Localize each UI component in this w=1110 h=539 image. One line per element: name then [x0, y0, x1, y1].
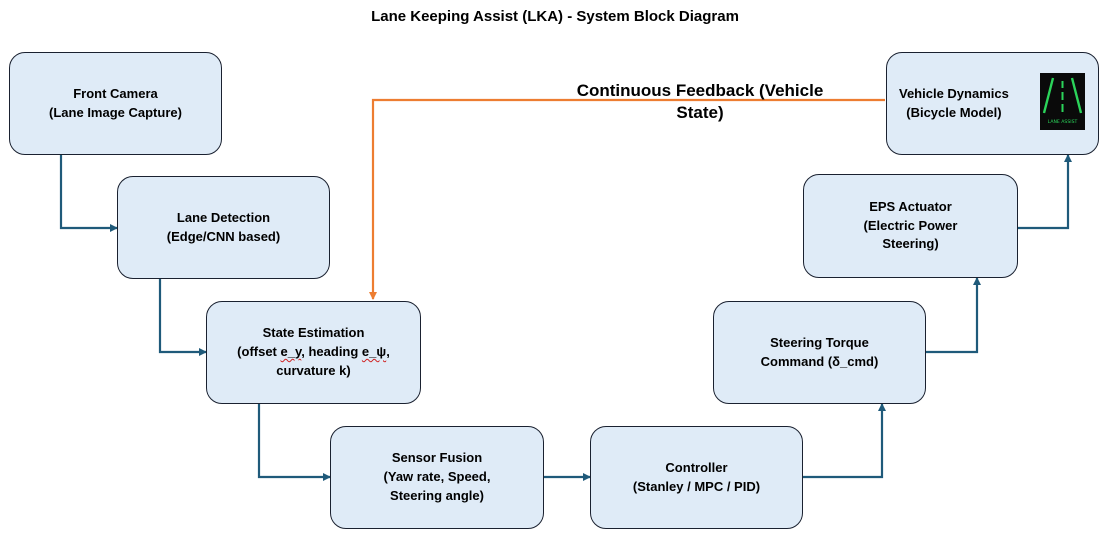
feedback-line2: (Vehicle State)	[676, 81, 824, 123]
diagram-title: Lane Keeping Assist (LKA) - System Block…	[371, 8, 739, 25]
feedback-line1: Continuous Feedback	[576, 81, 755, 100]
controller-block: Controller (Stanley / MPC / PID)	[590, 426, 803, 529]
front-camera-block: Front Camera (Lane Image Capture)	[9, 52, 222, 155]
state-estimation-block: State Estimation (offset e_y, heading e_…	[206, 301, 421, 404]
state-estimation-line3: curvature k)	[276, 362, 351, 378]
eps-actuator-line3: Steering)	[882, 236, 939, 252]
sensor-fusion-block: Sensor Fusion (Yaw rate, Speed, Steering…	[330, 426, 544, 529]
vehicle-dynamics-title: Vehicle Dynamics	[899, 85, 1009, 101]
steering-torque-title: Steering Torque	[770, 334, 869, 350]
lane-assist-icon: LANE ASSIST	[1040, 73, 1085, 130]
arrow-eps-to-dynamics	[1018, 154, 1072, 230]
sensor-fusion-title: Sensor Fusion	[391, 450, 483, 466]
sensor-fusion-line2: (Yaw rate, Speed,	[383, 469, 491, 485]
lane-detection-title: Lane Detection	[176, 209, 271, 225]
arrow-controller-to-torque	[803, 403, 886, 479]
vehicle-dynamics-subtitle: (Bicycle Model)	[906, 104, 1002, 120]
feedback-arrow	[369, 98, 885, 300]
eps-actuator-block: EPS Actuator (Electric Power Steering)	[803, 174, 1018, 278]
arrow-detection-to-estimation	[158, 279, 207, 356]
arrow-estimation-to-fusion	[257, 404, 331, 481]
front-camera-title: Front Camera	[73, 85, 158, 101]
sensor-fusion-line3: Steering angle)	[390, 487, 484, 503]
state-estimation-line2: (offset e_y, heading e_ψ,	[237, 344, 390, 360]
feedback-label: Continuous Feedback (Vehicle State)	[560, 80, 840, 124]
arrow-torque-to-eps	[926, 277, 981, 354]
steering-torque-block: Steering Torque Command (δ_cmd)	[713, 301, 926, 404]
arrow-camera-to-detection	[59, 155, 118, 232]
steering-torque-subtitle: Command (δ_cmd)	[760, 353, 879, 369]
lane-detection-subtitle: (Edge/CNN based)	[166, 228, 281, 244]
controller-title: Controller	[665, 459, 728, 475]
eps-actuator-line2: (Electric Power	[863, 217, 958, 233]
lane-detection-block: Lane Detection (Edge/CNN based)	[117, 176, 330, 279]
controller-subtitle: (Stanley / MPC / PID)	[632, 478, 761, 494]
state-estimation-title: State Estimation	[262, 325, 365, 341]
front-camera-subtitle: (Lane Image Capture)	[49, 104, 182, 120]
eps-actuator-title: EPS Actuator	[869, 198, 952, 214]
lane-assist-icon-label: LANE ASSIST	[1048, 119, 1078, 125]
